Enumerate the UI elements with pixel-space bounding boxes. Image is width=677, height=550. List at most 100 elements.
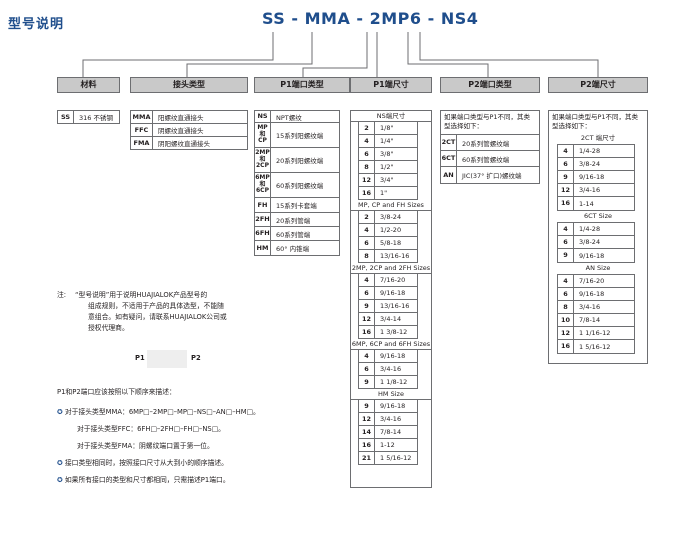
size-value: 13/16-16	[380, 302, 410, 310]
connector-desc: 阴阳螺纹直通接头	[158, 140, 210, 148]
order-line: 接口类型相同时，按照接口尺寸从大到小的顺序描述。	[64, 459, 228, 467]
size-value: 1 1/8-12	[380, 378, 408, 386]
table-row: 6CT 60系列管螺纹端	[441, 151, 539, 167]
size-value: 9/16-18	[579, 251, 605, 260]
note-line: “型号说明”用于说明HUAJIALOK产品型号的	[75, 291, 208, 299]
size-code: 16	[359, 326, 375, 338]
size-code: 6	[359, 287, 375, 299]
bullet-icon: ✪	[57, 459, 65, 467]
p2-type-intro: 如果端口类型与P1不同，其类型选择如下：	[441, 111, 539, 135]
p1-type-code: MP 和 CP	[255, 123, 271, 147]
fitting-diagram	[147, 350, 187, 368]
size-group-title: 2MP, 2CP and 2FH Sizes	[351, 264, 431, 274]
size-code: 9	[558, 249, 574, 262]
size-code: 12	[359, 174, 375, 186]
size-code: 16	[558, 197, 574, 210]
note-line: 授权代理商。	[88, 324, 129, 332]
size-code: 21	[359, 452, 375, 464]
p1-type-desc: NPT螺纹	[276, 113, 302, 122]
p2-type-code: AN	[441, 167, 457, 183]
p1-type-code: HM	[255, 241, 271, 255]
size-value: 1"	[380, 189, 388, 197]
table-row: FMA 阴阳螺纹直通接头	[131, 137, 247, 149]
order-intro: P1和P2端口应该按照以下顺序来描述：	[57, 388, 176, 396]
size-value: 1 1/16-12	[579, 329, 611, 337]
bullet-icon: ✪	[57, 408, 65, 416]
p1-type-code: FH	[255, 198, 271, 212]
size-code: 16	[558, 340, 574, 353]
note-text: “型号说明”用于说明HUAJIALOK产品型号的 组成规则，不适用于产品的具体选…	[75, 290, 227, 334]
size-group-title: HM Size	[351, 389, 431, 400]
size-code: 6	[558, 158, 574, 170]
p1-type-desc: 15系列卡套端	[276, 202, 317, 210]
material-desc: 316 不锈钢	[79, 114, 113, 122]
size-value: 9/16-18	[380, 402, 406, 410]
size-code: 12	[359, 413, 375, 425]
size-code: 9	[558, 171, 574, 183]
size-code: 6	[359, 148, 375, 160]
connector-code: MMA	[131, 111, 153, 123]
size-group-title: MP, CP and FH Sizes	[351, 200, 431, 211]
size-code: 8	[558, 301, 574, 313]
p1-type-code: 6MP 和 6CP	[255, 173, 271, 197]
material-code: SS	[58, 111, 74, 123]
size-code: 4	[359, 350, 375, 362]
p1-type-code: 2MP 和 2CP	[255, 148, 271, 172]
size-code: 14	[359, 426, 375, 438]
header-p1-type: P1端口类型	[254, 77, 350, 93]
order-line: 如果所有接口的类型和尺寸都相同，只需描述P1端口。	[64, 476, 230, 484]
size-group-title: 6MP, 6CP and 6FH Sizes	[351, 340, 431, 350]
p1-type-code: 2FH	[255, 213, 271, 226]
size-value: 9/16-18	[579, 290, 605, 298]
page-title: 型号说明	[8, 17, 65, 32]
size-value: 3/8-24	[380, 213, 402, 221]
size-code: 8	[359, 161, 375, 173]
material-table: SS 316 不锈钢	[57, 110, 120, 124]
size-value: 13/16-16	[380, 252, 410, 260]
size-value: 1 5/16-12	[380, 454, 412, 462]
size-value: 7/8-14	[579, 316, 601, 324]
size-value: 1/2-20	[380, 226, 402, 234]
connector-code: FMA	[131, 137, 153, 149]
p1-type-code: 6FH	[255, 227, 271, 240]
header-p2-type: P2端口类型	[440, 77, 540, 93]
p2-size-intro: 如果端口类型与P1不同，其类型选择如下：	[552, 113, 639, 130]
p1-label: P1	[135, 354, 145, 362]
header-material: 材料	[57, 77, 120, 93]
order-line: 对于接头类型MMA：6MP□–2MP□–MP□–NS□–AN□–HM□。	[64, 408, 260, 416]
p2-type-desc: 60系列管螺纹端	[462, 155, 510, 164]
size-group-title: AN Size	[585, 264, 611, 272]
connector-desc: 阳螺纹直通接头	[158, 114, 204, 122]
size-code: 2	[359, 122, 375, 134]
size-value: 9/16-18	[380, 289, 406, 297]
size-value: 7/16-20	[380, 276, 406, 284]
size-code: 6	[359, 363, 375, 375]
order-list: ✪ 对于接头类型MMA：6MP□–2MP□–MP□–NS□–AN□–HM□。 对…	[57, 404, 260, 489]
note-label: 注:	[57, 291, 67, 299]
size-code: 8	[359, 250, 375, 262]
size-code: 4	[359, 224, 375, 236]
size-code: 12	[558, 184, 574, 196]
size-code: 4	[359, 135, 375, 147]
size-code: 4	[558, 145, 574, 157]
size-code: 6	[558, 288, 574, 300]
header-p2-size: P2端尺寸	[548, 77, 648, 93]
size-value: 3/4"	[380, 176, 394, 184]
size-code: 2	[359, 211, 375, 223]
note-line: 意组合。如有疑问，请联系HUAJIALOK公司或	[88, 313, 227, 321]
size-code: 9	[359, 300, 375, 312]
p2-type-code: 6CT	[441, 151, 457, 166]
header-connector-type: 接头类型	[130, 77, 248, 93]
connector-code: FFC	[131, 124, 153, 136]
p2-type-desc: JIC(37° 扩口)螺纹端	[462, 172, 522, 180]
